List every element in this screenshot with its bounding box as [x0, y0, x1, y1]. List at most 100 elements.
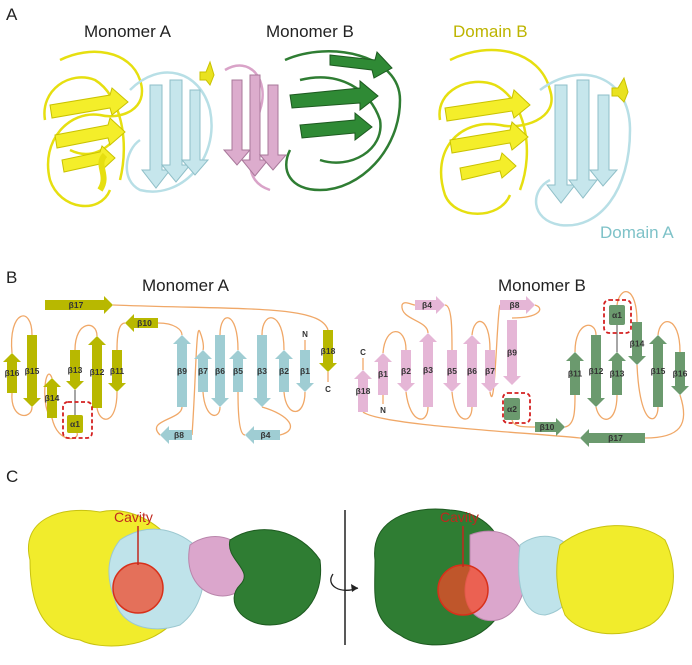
monomer-b-c-terminus: C	[360, 348, 366, 357]
strand-arrow	[419, 333, 437, 407]
helix-shape	[504, 398, 520, 420]
strand-arrow	[160, 426, 192, 444]
strand-arrow	[43, 378, 61, 418]
monomer-b-strand-b13: β13	[608, 352, 626, 395]
rotation-axis	[330, 510, 359, 645]
element-label: β13	[68, 365, 83, 375]
element-label: α1	[612, 310, 622, 320]
monomer-a-strand-b3: β3	[253, 335, 271, 407]
monomer-a-domain-b-cartoon	[43, 50, 144, 208]
strand-arrow	[275, 350, 293, 392]
element-label: β17	[69, 300, 84, 310]
monomer-b-strand-b8: β8	[500, 296, 535, 314]
element-label: β6	[467, 366, 477, 376]
strand-arrow	[671, 352, 689, 395]
strand-arrow	[45, 296, 113, 314]
strand-arrow	[296, 350, 314, 392]
element-label: β5	[447, 366, 457, 376]
element-label: β5	[233, 366, 243, 376]
strand-arrow	[535, 418, 565, 436]
element-label: α1	[70, 419, 80, 429]
panel-b: B Monomer A Monomer B	[3, 268, 689, 447]
strand-arrow	[253, 335, 271, 407]
cavity-label-right: Cavity	[440, 509, 479, 525]
helix-shape	[609, 305, 625, 325]
element-label: β1	[378, 369, 388, 379]
strand-arrow	[566, 352, 584, 395]
strand-arrow	[608, 352, 626, 395]
monomer-b-strand-b3: β3	[419, 333, 437, 407]
monomer-b-helix-a2: α2	[504, 398, 520, 420]
strand-arrow	[229, 350, 247, 392]
element-label: β16	[673, 369, 688, 379]
topology-monomer-a-title: Monomer A	[142, 276, 230, 295]
strand-arrow	[108, 350, 126, 392]
monomer-b-alpha2-highlight	[502, 392, 531, 424]
monomer-a-strand-b2: β2	[275, 350, 293, 392]
element-label: β2	[401, 366, 411, 376]
monomer-domains-cartoon	[438, 48, 632, 227]
monomer-b-strand-b9: β9	[503, 320, 521, 385]
monomer-a-strand-b17: β17	[45, 296, 113, 314]
element-label: β3	[257, 366, 267, 376]
strand-arrow	[23, 335, 41, 407]
monomer-a-domain-a-cartoon	[125, 60, 215, 193]
element-label: β16	[5, 368, 20, 378]
monomer-b-strand-b14: β14	[628, 322, 646, 365]
element-label: β13	[610, 369, 625, 379]
monomer-a-n-terminus: N	[302, 330, 308, 339]
monomer-a-strand-b1: β1	[296, 350, 314, 392]
panel-c: C Cavity Cavity	[6, 467, 674, 647]
monomer-a-strand-b11: β11	[108, 350, 126, 392]
domain-a-cartoon	[534, 73, 632, 227]
monomer-a-strand-b6: β6	[211, 335, 229, 407]
element-label: β14	[45, 393, 60, 403]
element-label: β7	[485, 366, 495, 376]
monomer-b-strand-b11: β11	[566, 352, 584, 395]
element-label: β12	[90, 367, 105, 377]
monomer-b-strand-b10: β10	[535, 418, 565, 436]
element-label: β15	[25, 366, 40, 376]
element-label: β8	[174, 430, 184, 440]
panel-a: A Monomer A Monomer B Domain B Domain A	[6, 5, 674, 242]
monomer-b-pink-cartoon	[222, 64, 288, 192]
monomer-b-strand-b16: β16	[671, 352, 689, 395]
monomer-b-n-terminus: N	[380, 406, 386, 415]
cavity-label-left: Cavity	[114, 509, 153, 525]
element-label: β6	[215, 366, 225, 376]
strand-arrow	[500, 296, 535, 314]
strand-arrow	[66, 350, 84, 390]
strand-arrow	[194, 350, 212, 392]
topology-loops	[10, 291, 685, 440]
monomer-a-strand-b8: β8	[160, 426, 192, 444]
surface-left: Cavity	[28, 509, 322, 647]
strand-arrow	[125, 314, 158, 332]
monomer-b-alpha1-highlight	[603, 299, 632, 334]
domain-a-label: Domain A	[600, 223, 674, 242]
monomer-a-strand-b15: β15	[23, 335, 41, 407]
monomer-a-strand-b18: β18	[319, 330, 337, 372]
element-label: β4	[422, 300, 432, 310]
element-label: β18	[321, 346, 336, 356]
strand-arrow	[211, 335, 229, 407]
strand-arrow	[587, 335, 605, 407]
element-label: β4	[261, 430, 271, 440]
monomer-a-strand-b12: β12	[88, 336, 106, 408]
element-label: β3	[423, 365, 433, 375]
monomer-b-strand-b4: β4	[415, 296, 445, 314]
monomer-b-strand-b1: β1	[374, 353, 392, 395]
monomer-a-strand-b9: β9	[173, 335, 191, 407]
element-label: β12	[589, 366, 604, 376]
monomer-a-alpha1-highlight	[62, 401, 93, 439]
monomer-b-strand-b17: β17	[580, 429, 645, 447]
monomer-b-green-cartoon	[284, 50, 402, 192]
monomer-a-strand-b10: β10	[125, 314, 158, 332]
domain-b-cartoon	[438, 48, 553, 215]
panel-a-label: A	[6, 5, 18, 24]
monomer-a-c-terminus: C	[325, 385, 331, 394]
monomer-a-strand-b13: β13	[66, 350, 84, 390]
element-label: β9	[507, 348, 517, 358]
monomer-b-strand-b6: β6	[463, 335, 481, 407]
panel-c-label: C	[6, 467, 18, 486]
